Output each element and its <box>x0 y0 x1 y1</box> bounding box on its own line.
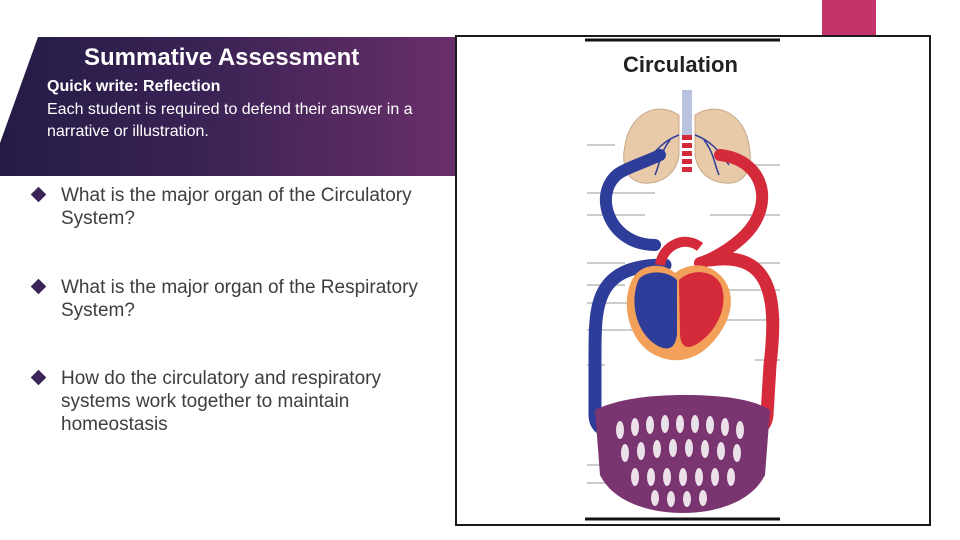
slide-subtitle: Quick write: Reflection <box>47 78 221 95</box>
question-text: What is the major organ of the Circulato… <box>61 185 412 229</box>
accent-tab <box>822 0 876 36</box>
diamond-bullet-icon <box>30 369 47 386</box>
slide-instructions: Each student is required to defend their… <box>47 101 413 140</box>
figure-title: Circulation <box>623 52 738 77</box>
slide-title: Summative Assessment <box>84 44 360 71</box>
circulation-diagram <box>585 38 780 521</box>
question-text: How do the circulatory and respiratory s… <box>61 368 381 435</box>
capillary-bed <box>595 395 770 513</box>
title-banner <box>0 37 456 176</box>
question-text: What is the major organ of the Respirato… <box>61 277 418 321</box>
diamond-bullet-icon <box>30 186 47 203</box>
heart <box>626 236 731 361</box>
lungs <box>623 90 751 184</box>
diamond-bullet-icon <box>30 278 47 295</box>
